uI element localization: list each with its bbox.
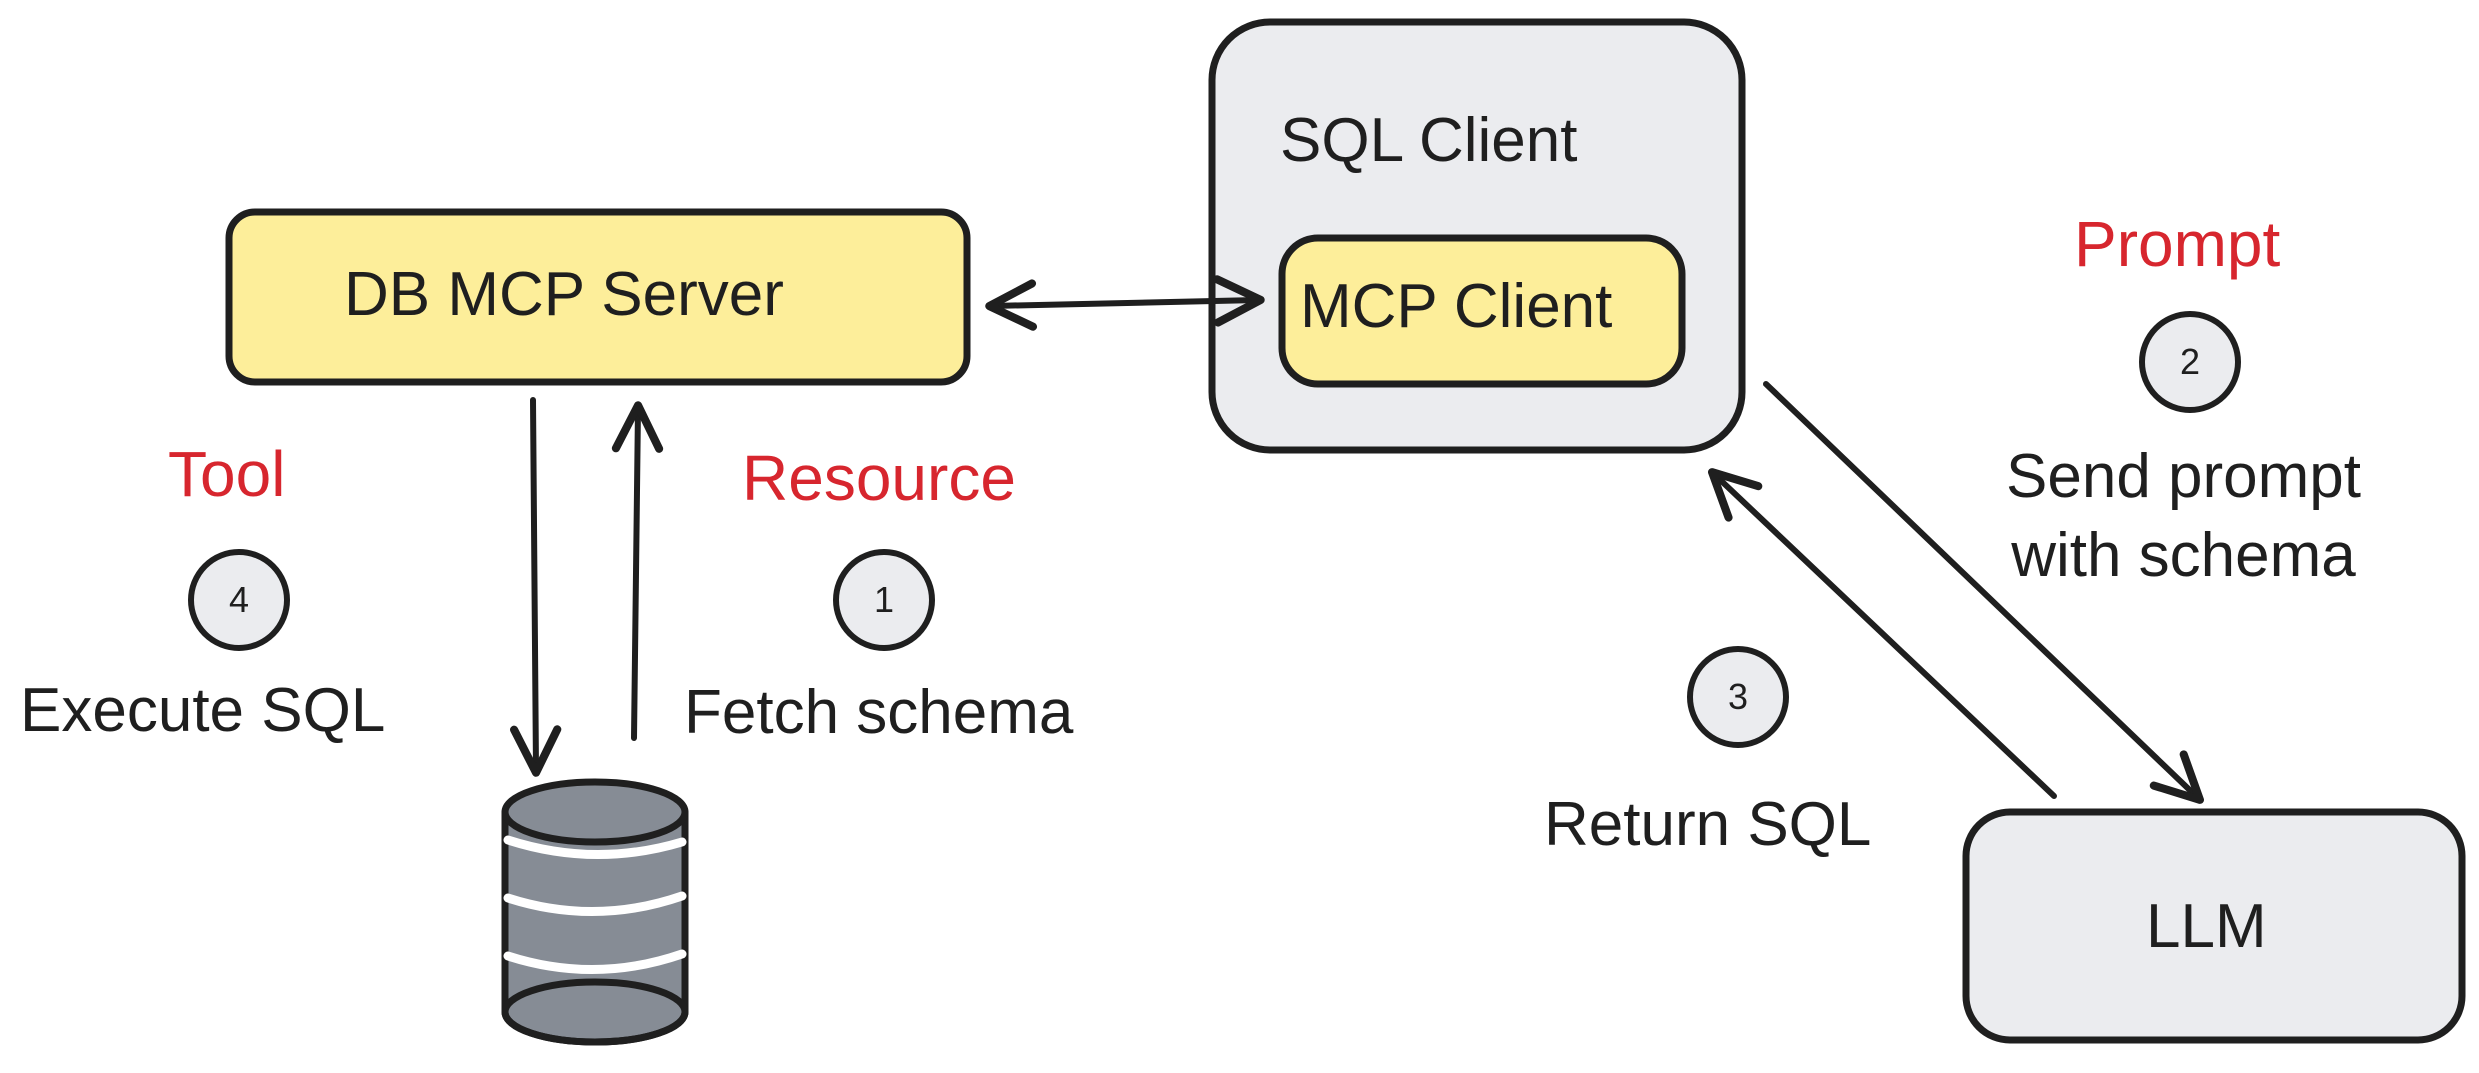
llm-label: LLM bbox=[2146, 892, 2267, 961]
server-client-arrow bbox=[985, 275, 1265, 331]
step-badge-2 bbox=[2139, 311, 2241, 413]
send-prompt-arrow bbox=[1763, 381, 2204, 804]
return-sql-arrow bbox=[1707, 468, 2057, 799]
step-caption-execute-sql: Execute SQL bbox=[20, 676, 386, 745]
mcp-client-label: MCP Client bbox=[1300, 272, 1613, 341]
step-caption-fetch-schema: Fetch schema bbox=[684, 678, 1074, 747]
execute-sql-arrow bbox=[510, 397, 562, 777]
step-badge-3 bbox=[1687, 646, 1789, 748]
step-number-1: 1 bbox=[873, 579, 895, 620]
sql-client-label: SQL Client bbox=[1280, 106, 1578, 175]
step-number-2: 2 bbox=[2179, 341, 2201, 382]
db-mcp-server-box bbox=[225, 208, 971, 386]
tool-label: Tool bbox=[168, 438, 286, 510]
database-cylinder-icon bbox=[501, 778, 689, 1046]
step-badge-1 bbox=[833, 549, 935, 651]
mcp-client-box bbox=[1278, 234, 1686, 388]
db-mcp-server-label: DB MCP Server bbox=[344, 260, 784, 329]
resource-label: Resource bbox=[742, 442, 1016, 514]
fetch-schema-arrow bbox=[611, 401, 664, 741]
prompt-label: Prompt bbox=[2074, 208, 2281, 280]
step-badge-4 bbox=[188, 549, 290, 651]
llm-box bbox=[1962, 808, 2466, 1044]
step-number-4: 4 bbox=[228, 579, 250, 620]
step-caption-send-prompt: Send prompt with schema bbox=[2006, 442, 2361, 590]
step-caption-return-sql: Return SQL bbox=[1544, 790, 1872, 859]
step-number-3: 3 bbox=[1727, 676, 1749, 717]
